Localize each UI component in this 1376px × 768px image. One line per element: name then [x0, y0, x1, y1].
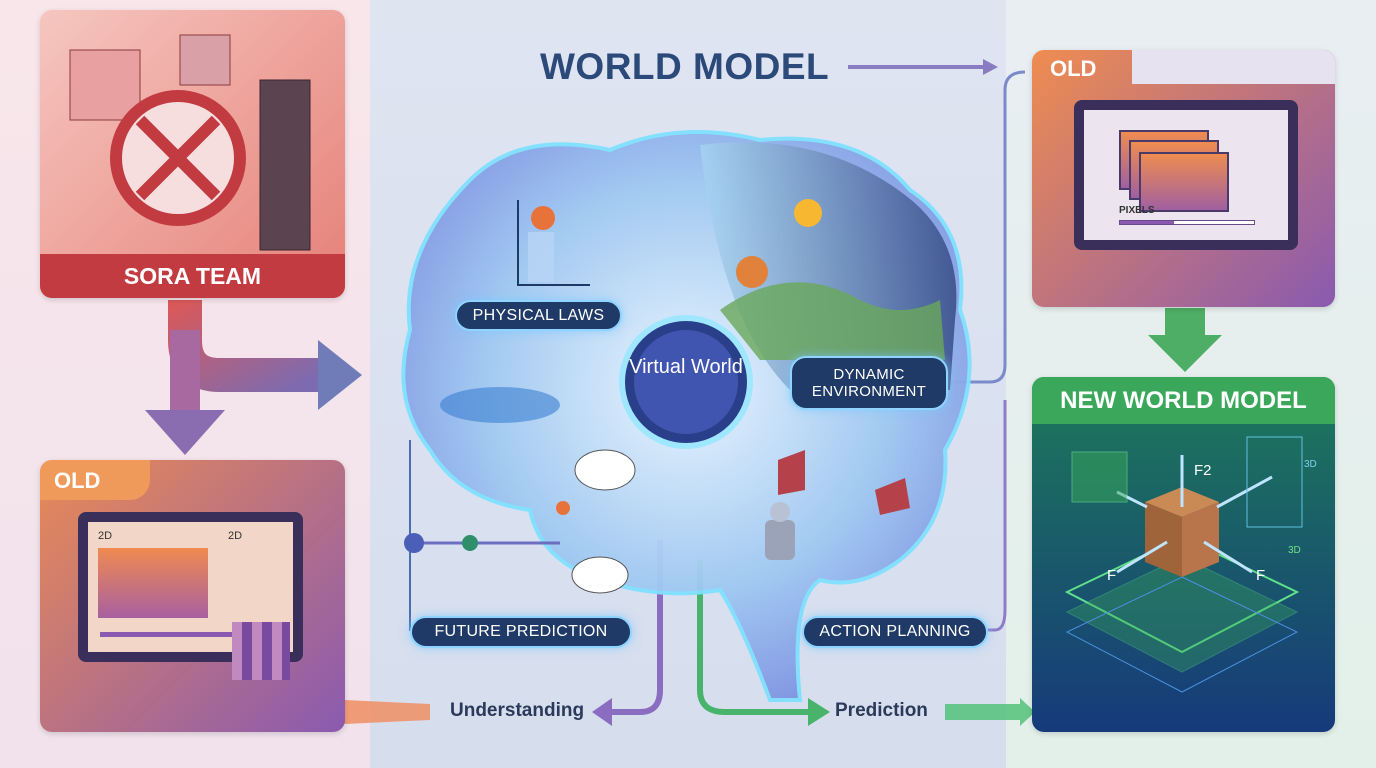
physical-laws-label: PHYSICAL LAWS — [455, 300, 622, 331]
force-label-f: F — [1107, 567, 1117, 584]
video-frame — [1139, 152, 1229, 212]
screen-label-2d: 2D — [98, 530, 113, 542]
node-icon — [404, 533, 424, 553]
video-scrubber — [100, 632, 280, 637]
old-video-panel-right: OLD PIXELS — [1032, 50, 1335, 307]
sora-team-label: SORA TEAM — [40, 254, 345, 298]
monitor: 2D 2D — [78, 512, 303, 662]
3d-label: 3D — [1304, 459, 1317, 470]
ball-icon — [531, 206, 555, 230]
water-swirl — [440, 387, 560, 423]
action-planning-label: ACTION PLANNING — [802, 616, 988, 648]
tree-icon — [736, 256, 768, 288]
arrow-to-old — [145, 410, 225, 455]
old-tab: OLD — [40, 460, 150, 500]
block-icon — [778, 450, 805, 495]
understanding-label: Understanding — [450, 700, 585, 721]
thought-cloud-icon — [574, 449, 636, 491]
arrow-to-new-model — [1148, 308, 1222, 372]
team-illustration — [69, 34, 311, 251]
new-world-model-header: NEW WORLD MODEL — [1032, 377, 1335, 424]
new-world-model-panel: NEW WORLD MODEL F2 F F 3D 3D — [1032, 377, 1335, 732]
force-label-f: F — [1256, 567, 1266, 584]
screen-label-2d: 2D — [228, 530, 243, 542]
3d-crate-illustration — [1064, 436, 1303, 693]
pixels-slider — [1119, 220, 1255, 225]
old-video-panel-left: OLD 2D 2D — [40, 460, 345, 732]
monitor: PIXELS — [1074, 100, 1298, 250]
dynamic-environment-label: DYNAMIC ENVIRONMENT — [790, 356, 948, 410]
sora-team-panel: SORA TEAM — [40, 10, 345, 298]
tab-background — [1132, 50, 1335, 84]
virtual-world-label: Virtual World — [629, 356, 743, 378]
prediction-label: Prediction — [835, 700, 928, 721]
arrow-to-brain — [318, 340, 362, 410]
page-title: WORLD MODEL — [540, 46, 830, 87]
robot-icon — [765, 520, 795, 560]
force-label-f2: F2 — [1194, 462, 1212, 479]
3d-label: 3D — [1288, 545, 1301, 556]
pixels-label: PIXELS — [1119, 205, 1155, 216]
image-frame — [98, 548, 208, 618]
pixel-grid-icon — [232, 622, 290, 680]
future-prediction-label: FUTURE PREDICTION — [410, 616, 632, 648]
sun-icon — [794, 199, 822, 227]
old-tab: OLD — [1050, 56, 1097, 81]
